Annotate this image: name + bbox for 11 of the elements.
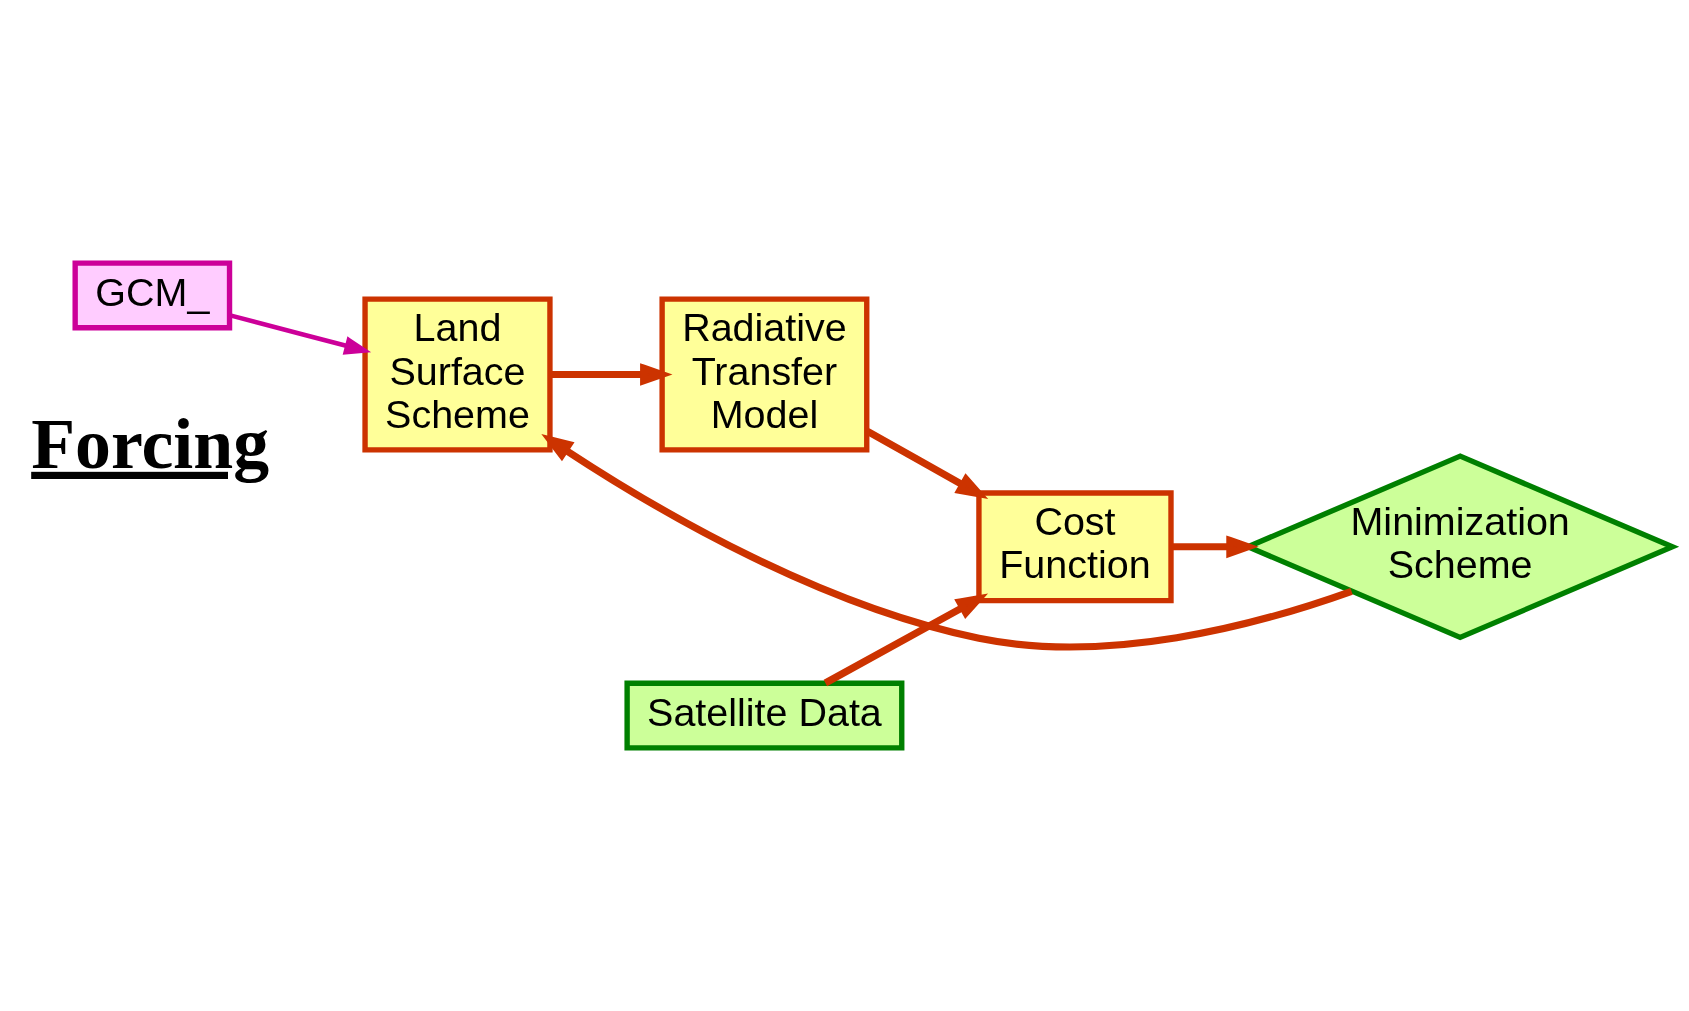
arrow — [541, 433, 1353, 651]
node-box: GCM_ — [72, 260, 233, 331]
arrow — [823, 593, 989, 687]
node-box: Radiative Transfer Model — [659, 296, 870, 453]
node-box: Land Surface Scheme — [362, 296, 553, 453]
arrow — [1171, 535, 1259, 559]
label: Forcing — [31, 403, 270, 484]
arrow — [550, 363, 673, 386]
node-box: Satellite Data — [624, 680, 905, 751]
node-box: Cost Function — [976, 490, 1174, 604]
arrow — [229, 313, 372, 355]
